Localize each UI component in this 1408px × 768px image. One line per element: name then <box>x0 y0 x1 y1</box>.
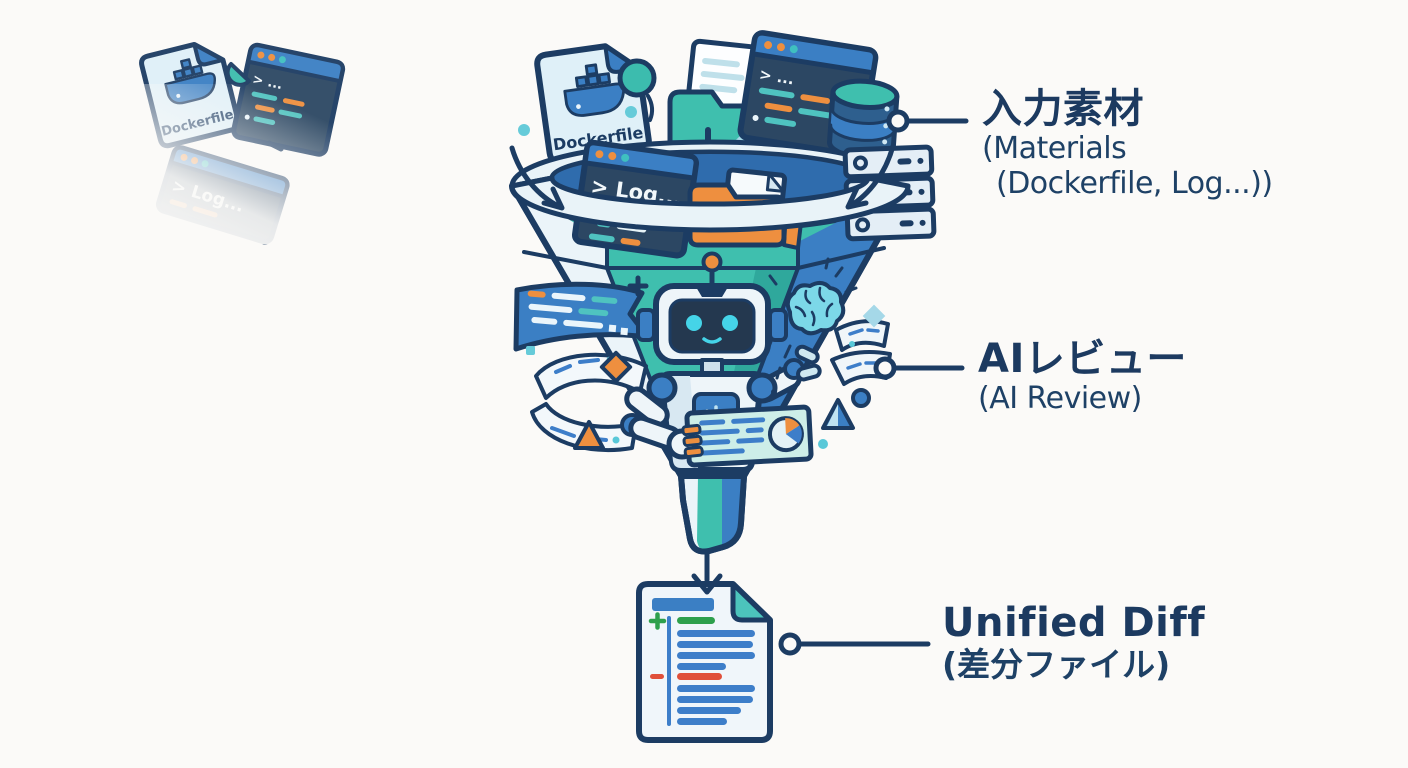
ribbon-code-banner <box>513 281 651 352</box>
robot-fingers <box>681 423 704 458</box>
cyan-dot <box>518 124 530 136</box>
diff-minus-sign <box>650 674 664 679</box>
database-icon <box>827 78 900 160</box>
orange-triangle-accent <box>573 420 605 450</box>
diff-plus-sign <box>648 612 667 630</box>
orange-diamond-accent <box>599 350 633 384</box>
brain-icon <box>768 257 858 395</box>
review-card <box>684 404 814 468</box>
pie-chart-icon <box>767 416 804 453</box>
callout-materials: 入力素材 (Materials (Dockerfile, Log...)) <box>982 86 1273 201</box>
output-arrow <box>691 549 723 595</box>
robot-eye-left <box>686 315 702 331</box>
connector-materials <box>886 109 969 133</box>
cyan-square-dot <box>526 346 535 355</box>
sparkle-dashes <box>768 257 858 294</box>
robot-ear-right <box>768 308 788 342</box>
plus-accent <box>627 275 649 297</box>
ribbon-curl-right <box>830 319 892 386</box>
diff-document-icon <box>636 581 773 743</box>
blue-triangle-highlight <box>827 404 838 426</box>
docker-whale-icon <box>563 63 626 117</box>
corner-fade <box>58 84 398 244</box>
half-moon-accent <box>225 62 251 87</box>
connector-ai-review <box>873 356 965 380</box>
entry-arrow-left <box>509 145 565 211</box>
robot-claw-lower <box>796 363 822 382</box>
input-icons: Dockerfile > ... <box>518 30 900 181</box>
entry-arrow-right <box>845 143 896 210</box>
teal-circle-accent <box>617 58 657 98</box>
decorations <box>526 275 886 450</box>
robot-antenna-tip <box>701 251 723 273</box>
light-diamond-accent <box>862 304 886 328</box>
blue-circle-accent <box>851 388 871 408</box>
callout-ai-review-title: AIレビュー <box>978 336 1187 382</box>
robot-claw-upper <box>794 344 820 365</box>
robot-shoulder-left <box>646 372 678 404</box>
callout-materials-sub1: (Materials <box>982 131 1127 166</box>
callout-ai-review: AIレビュー (AI Review) <box>978 336 1187 417</box>
cyan-dot <box>818 439 828 449</box>
robot-shoulder-right <box>746 372 778 404</box>
robot-ear-left <box>636 308 656 342</box>
callout-ai-review-sub: (AI Review) <box>978 381 1142 416</box>
drip-dot <box>771 389 777 395</box>
drip-dashes <box>775 344 792 380</box>
robot-arm-left-upper <box>624 386 670 428</box>
robot-head-notch <box>696 287 728 297</box>
funnel-spout <box>678 473 747 555</box>
robot-smile <box>702 337 722 344</box>
callout-materials-sub2: (Dockerfile, Log...)) <box>996 165 1273 201</box>
connector-unified-diff <box>778 632 931 656</box>
callout-unified-diff: Unified Diff (差分ファイル) <box>942 600 1205 684</box>
funnel-rim-front <box>509 175 911 233</box>
callout-unified-diff-title: Unified Diff <box>942 600 1206 646</box>
arc-accent <box>646 94 655 122</box>
robot-eye-right <box>722 315 738 331</box>
callout-materials-title: 入力素材 <box>982 86 1144 132</box>
robot-face-screen <box>668 298 756 354</box>
cyan-dot <box>625 106 637 118</box>
callout-unified-diff-sub: (差分ファイル) <box>942 645 1171 684</box>
robot <box>620 251 822 473</box>
terminal-prompt: > ... <box>758 65 795 88</box>
